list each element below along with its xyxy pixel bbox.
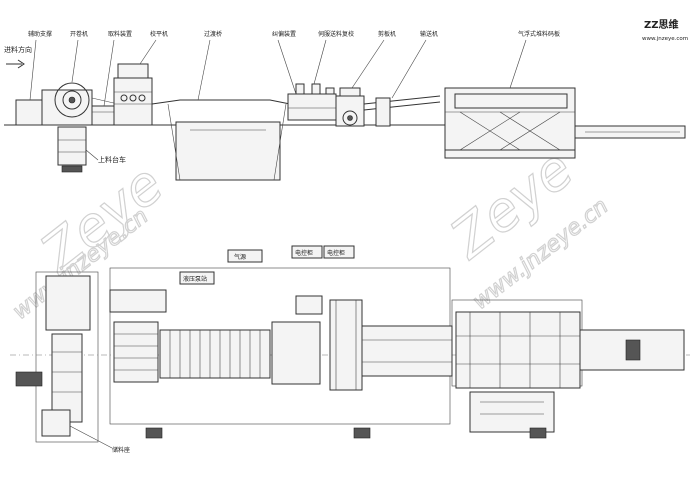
electric-cabinet-2 (323, 245, 355, 259)
anchor-pad (529, 427, 547, 439)
leveler-machine (113, 63, 153, 126)
servo-shear-plan (271, 295, 363, 391)
callouts-top: 辅助支撑 开卷机 取料装置 校平机 过渡桥 纠偏装置 伺服送料复校 剪板机 输送… (28, 30, 560, 107)
coil-car (57, 126, 87, 173)
watermark-brand-left: Zeye (28, 152, 175, 286)
shear-machine (335, 87, 365, 127)
label-servo-feeder: 伺服送料复校 (318, 30, 354, 38)
electric-cabinet-1 (291, 245, 323, 259)
label-shear: 剪板机 (378, 30, 396, 38)
label-feeding-device: 取料装置 (108, 30, 132, 38)
label-pneumatic-stacker: 气浮式堆料码板 (518, 30, 560, 38)
outfeed-table (574, 125, 686, 139)
pneumatic-station (227, 249, 263, 263)
logo-text: ZZ思维 (644, 18, 679, 31)
uncoiler-pit (35, 271, 99, 443)
feed-direction-arrow-icon (6, 59, 25, 69)
elevation-view: 进料方向 上料台车 (4, 30, 686, 181)
label-hydraulic-station: 液压泵站 (183, 275, 207, 283)
conveyor (363, 95, 441, 127)
label-feed-direction: 进料方向 (4, 45, 32, 54)
label-aux-support: 辅助支撑 (28, 30, 52, 38)
label-uncoiler: 开卷机 (70, 30, 88, 38)
label-coil-car: 上料台车 (98, 155, 126, 164)
label-leveler: 校平机 (150, 30, 168, 38)
label-transition-bridge: 过渡桥 (204, 30, 222, 38)
logo-url: www.jnzeye.com (642, 36, 688, 42)
hydraulic-station (179, 271, 215, 285)
anchor-pad (353, 427, 371, 439)
label-coil-saddle: 储料座 (112, 446, 130, 454)
bridge-plan (159, 329, 271, 379)
anchor-pad (145, 427, 163, 439)
servo-feeder (287, 83, 337, 121)
leveler-plan (109, 289, 167, 383)
conveyor-plan (361, 325, 453, 377)
label-pneumatic-station: 气源 (234, 253, 246, 261)
label-conveyor: 输送机 (420, 30, 438, 38)
uncoiler-plan (15, 275, 91, 437)
stacker-plan (455, 311, 581, 433)
feeding-device (91, 105, 115, 126)
plan-view: 储料座 气源 液压泵站 电控柜 电控柜 (10, 245, 690, 454)
label-electric-cabinet-2: 电控柜 (327, 249, 345, 257)
pneumatic-stacker (444, 87, 576, 159)
transition-bridge (151, 99, 291, 181)
outfeed-plan (579, 329, 685, 371)
label-deviation-correction: 纠偏装置 (272, 30, 296, 38)
label-electric-cabinet-1: 电控柜 (295, 249, 313, 257)
company-logo: ZZ思维 www.jnzeye.com (642, 18, 688, 42)
